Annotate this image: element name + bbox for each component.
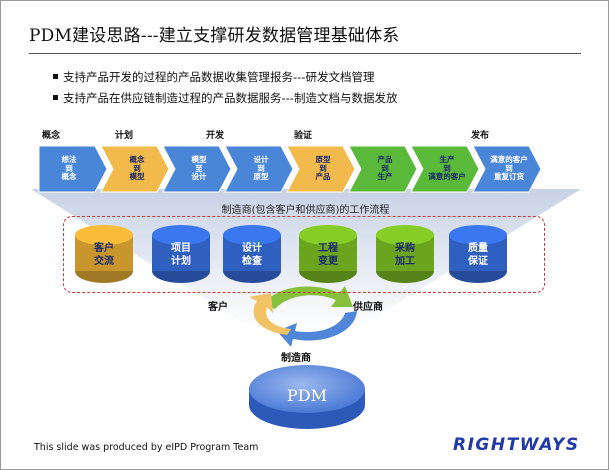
- process-chevron: [38, 145, 108, 193]
- title-divider: [29, 53, 581, 54]
- workflow-cylinder: [223, 225, 281, 283]
- workflow-cylinder: [152, 225, 210, 283]
- workflow-cylinder: [75, 225, 133, 283]
- bullet-square-icon: [53, 74, 58, 79]
- bullet-text: 支持产品开发的过程的产品数据收集管理报务---研发文档管理: [63, 70, 375, 84]
- cycle-label-manufacturer: 制造商: [281, 353, 311, 364]
- workflow-label: 制造商(包含客户和供应商)的工作流程: [221, 205, 390, 216]
- process-chevron: [472, 145, 542, 193]
- cylinder-label: 客户 交流: [94, 243, 114, 267]
- green-cycle-arrow: [263, 286, 353, 309]
- phase-label-release: 发布: [471, 131, 490, 141]
- bullet-item: 支持产品在供应链制造过程的产品数据服务---制造文档与数据发放: [53, 90, 397, 106]
- phase-label-verify: 验证: [294, 131, 313, 141]
- process-chevrons: [38, 145, 542, 193]
- workflow-cylinder: [449, 225, 507, 283]
- pdm-disc: [249, 365, 365, 429]
- page-title: PDM建设思路---建立支撑研发数据管理基础体系: [29, 26, 400, 46]
- cycle-label-supplier: 供应商: [353, 302, 383, 313]
- bullet-item: 支持产品开发的过程的产品数据收集管理报务---研发文档管理: [53, 69, 374, 85]
- workflow-cylinder: [376, 225, 434, 283]
- process-chevron: [224, 145, 294, 193]
- cylinder-label: 设计 检查: [242, 243, 262, 267]
- phase-label-concept: 概念: [42, 131, 61, 141]
- cylinder-label: 质量 保证: [468, 243, 488, 267]
- phase-label-develop: 开发: [206, 131, 225, 141]
- bullet-square-icon: [53, 95, 58, 100]
- workflow-cylinder: [299, 225, 357, 283]
- cylinder-label: 工程 变更: [318, 243, 338, 267]
- cycle-label-customer: 客户: [208, 302, 228, 313]
- orange-cycle-arrow: [249, 293, 291, 335]
- workflow-cylinders: [75, 225, 507, 283]
- pdm-label: PDM: [287, 386, 327, 405]
- workflow-frame: [63, 216, 545, 293]
- blue-cycle-arrow: [277, 311, 357, 347]
- cycle-arrows: [249, 286, 357, 347]
- process-chevron: [100, 145, 170, 193]
- footer-credit: This slide was produced by eIPD Program …: [34, 442, 259, 453]
- process-chevron: [348, 145, 418, 193]
- process-chevron: [410, 145, 480, 193]
- cylinder-label: 采购 加工: [395, 243, 415, 267]
- brand-logo: RIGHTWAYS: [453, 435, 580, 455]
- process-chevron: [162, 145, 232, 193]
- cylinder-label: 项目 计划: [171, 243, 191, 267]
- process-chevron: [286, 145, 356, 193]
- phase-label-plan: 计划: [115, 131, 134, 141]
- bullet-text: 支持产品在供应链制造过程的产品数据服务---制造文档与数据发放: [63, 91, 398, 105]
